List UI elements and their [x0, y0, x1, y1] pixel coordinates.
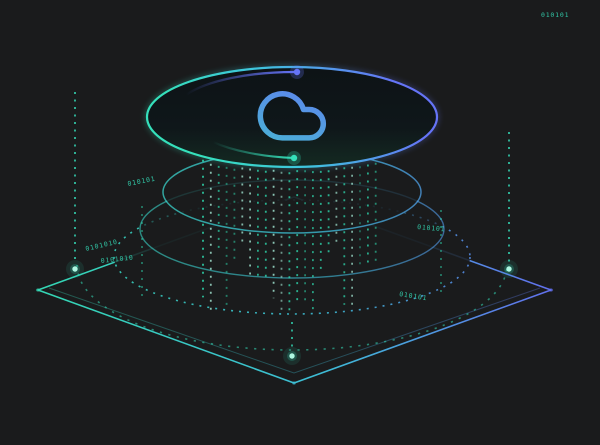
glow-dot-right	[500, 260, 518, 278]
data-rain	[202, 159, 377, 314]
glow-core	[506, 266, 512, 272]
orbit-arcs	[184, 65, 304, 165]
cloud-icon	[257, 91, 326, 141]
orbit-arc-top	[184, 70, 299, 97]
platform-vertex-dot	[292, 381, 296, 385]
top-disc	[144, 64, 440, 170]
orbit-dot-bottom	[290, 154, 298, 162]
glow-dot-bottom	[283, 347, 301, 365]
cloud-outline	[257, 91, 326, 141]
binary-label: 010101	[541, 11, 569, 19]
orbit-dot-top	[293, 68, 301, 76]
glow-core	[289, 353, 295, 359]
binary-label: 0101010	[100, 254, 134, 265]
glow-dot-left	[66, 260, 84, 278]
glow-core	[72, 266, 78, 272]
platform-inner-edge	[48, 287, 541, 374]
orbit-arc-bottom	[211, 140, 296, 160]
platform-vertex-dot	[549, 288, 553, 292]
platform-vertex-dot	[36, 288, 40, 292]
side-columns	[141, 206, 442, 348]
lower-dotted-arc	[76, 264, 508, 351]
binary-label: 010101	[417, 223, 446, 233]
disc-face	[145, 65, 439, 169]
